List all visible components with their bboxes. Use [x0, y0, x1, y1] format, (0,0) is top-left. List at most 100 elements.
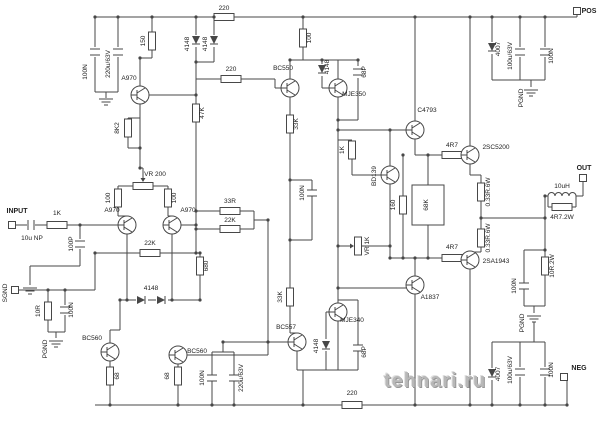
label-22k: 22K	[224, 217, 236, 224]
transistor-symbol	[117, 215, 137, 235]
capacitor-symbol	[207, 374, 217, 382]
junction-dot	[138, 166, 142, 170]
label-33k: 33K	[277, 291, 284, 303]
label-100n: 100N	[82, 64, 89, 80]
resistor-symbol	[196, 256, 204, 276]
ground-symbol	[524, 89, 538, 97]
junction-dot	[426, 256, 430, 260]
junction-dot	[388, 256, 392, 260]
resistor-symbol	[44, 301, 52, 321]
label-a1837: A1837	[421, 294, 440, 301]
junction-dot	[194, 209, 198, 213]
inductor-symbol	[547, 192, 577, 197]
junction-dot	[194, 227, 198, 231]
junction-dot	[301, 15, 305, 19]
junction-dot	[232, 403, 236, 407]
label-220: 220	[226, 66, 237, 73]
capacitor-symbol	[353, 68, 363, 76]
junction-dot	[413, 256, 417, 260]
capacitor-symbol	[27, 220, 35, 230]
transistor-symbol	[130, 85, 150, 105]
junction-dot	[413, 403, 417, 407]
resistor-symbol	[164, 188, 172, 208]
resistor-symbol	[286, 287, 294, 307]
resistor-symbol	[348, 140, 356, 160]
junction-dot	[479, 216, 483, 220]
junction-dot	[138, 56, 142, 60]
resistor-symbol	[299, 28, 307, 48]
junction-dot	[543, 248, 547, 252]
diode-symbol	[322, 341, 330, 350]
junction-dot	[320, 58, 324, 62]
resistor-symbol	[219, 207, 241, 215]
label-100n: 100N	[511, 278, 518, 294]
junction-dot	[194, 93, 198, 97]
terminal-pad	[573, 7, 581, 15]
label-bc560: BC560	[82, 335, 102, 342]
label-bc557: BC557	[276, 324, 296, 331]
label-a970: A970	[121, 75, 137, 82]
junction-dot	[468, 15, 472, 19]
transistor-symbol	[460, 145, 480, 165]
capacitor-symbol	[515, 48, 525, 56]
junction-dot	[543, 194, 547, 198]
junction-dot	[46, 288, 50, 292]
junction-dot	[288, 178, 292, 182]
label-pos: POS	[582, 8, 597, 15]
junction-dot	[543, 403, 547, 407]
label-150: 150	[140, 35, 147, 46]
resistor-symbol	[114, 188, 122, 208]
label-4r7-2w: 4R7.2W	[550, 214, 574, 221]
label-33k: 33K	[293, 118, 300, 130]
label-c4793: C4793	[417, 107, 437, 114]
junction-dot	[543, 15, 547, 19]
label-pgnd: PGND	[519, 313, 526, 332]
label-bc560: BC560	[187, 348, 207, 355]
junction-dot	[125, 298, 129, 302]
resistor-symbol	[46, 221, 68, 229]
junction-dot	[388, 128, 392, 132]
junction-dot	[194, 15, 198, 19]
label-68: 68	[164, 372, 171, 380]
junction-dot	[194, 223, 198, 227]
junction-dot	[170, 298, 174, 302]
capacitor-symbol	[353, 344, 363, 352]
capacitor-symbol	[90, 48, 100, 56]
label-100p: 100P	[68, 236, 75, 251]
label-a970: A970	[104, 207, 120, 214]
label-4r7: 4R7	[446, 244, 458, 251]
junction-dot	[194, 60, 198, 64]
junction-dot	[490, 403, 494, 407]
transistor-symbol	[328, 78, 348, 98]
junction-dot	[336, 118, 340, 122]
terminal-pad	[11, 286, 19, 294]
capacitor-symbol	[60, 306, 70, 314]
label-220u-63v: 220u/63V	[105, 49, 112, 77]
junction-dot	[518, 403, 522, 407]
label-pgnd: PGND	[42, 339, 49, 358]
junction-dot	[266, 218, 270, 222]
label-10u-np: 10u NP	[21, 235, 43, 242]
transistor-symbol	[405, 120, 425, 140]
label-220: 220	[347, 390, 358, 397]
transistor-symbol	[280, 78, 300, 98]
junction-dot	[63, 288, 67, 292]
potentiometer-symbol	[344, 236, 362, 256]
label-mje340: MJE340	[340, 317, 364, 324]
label-4007: 4007	[495, 366, 502, 381]
resistor-symbol	[399, 195, 407, 215]
label-68p: 68P	[361, 66, 368, 78]
junction-dot	[543, 216, 547, 220]
label-100n: 100N	[299, 185, 306, 201]
label-10uh: 10uH	[554, 183, 570, 190]
label-0-33r-6w: 0.33R.6W	[485, 223, 492, 253]
ground-symbol	[99, 98, 113, 106]
junction-dot	[138, 146, 142, 150]
junction-dot	[388, 244, 392, 248]
resistor-symbol	[219, 225, 241, 233]
junction-dot	[301, 403, 305, 407]
label-bc550: BC550	[273, 65, 293, 72]
junction-dot	[150, 15, 154, 19]
